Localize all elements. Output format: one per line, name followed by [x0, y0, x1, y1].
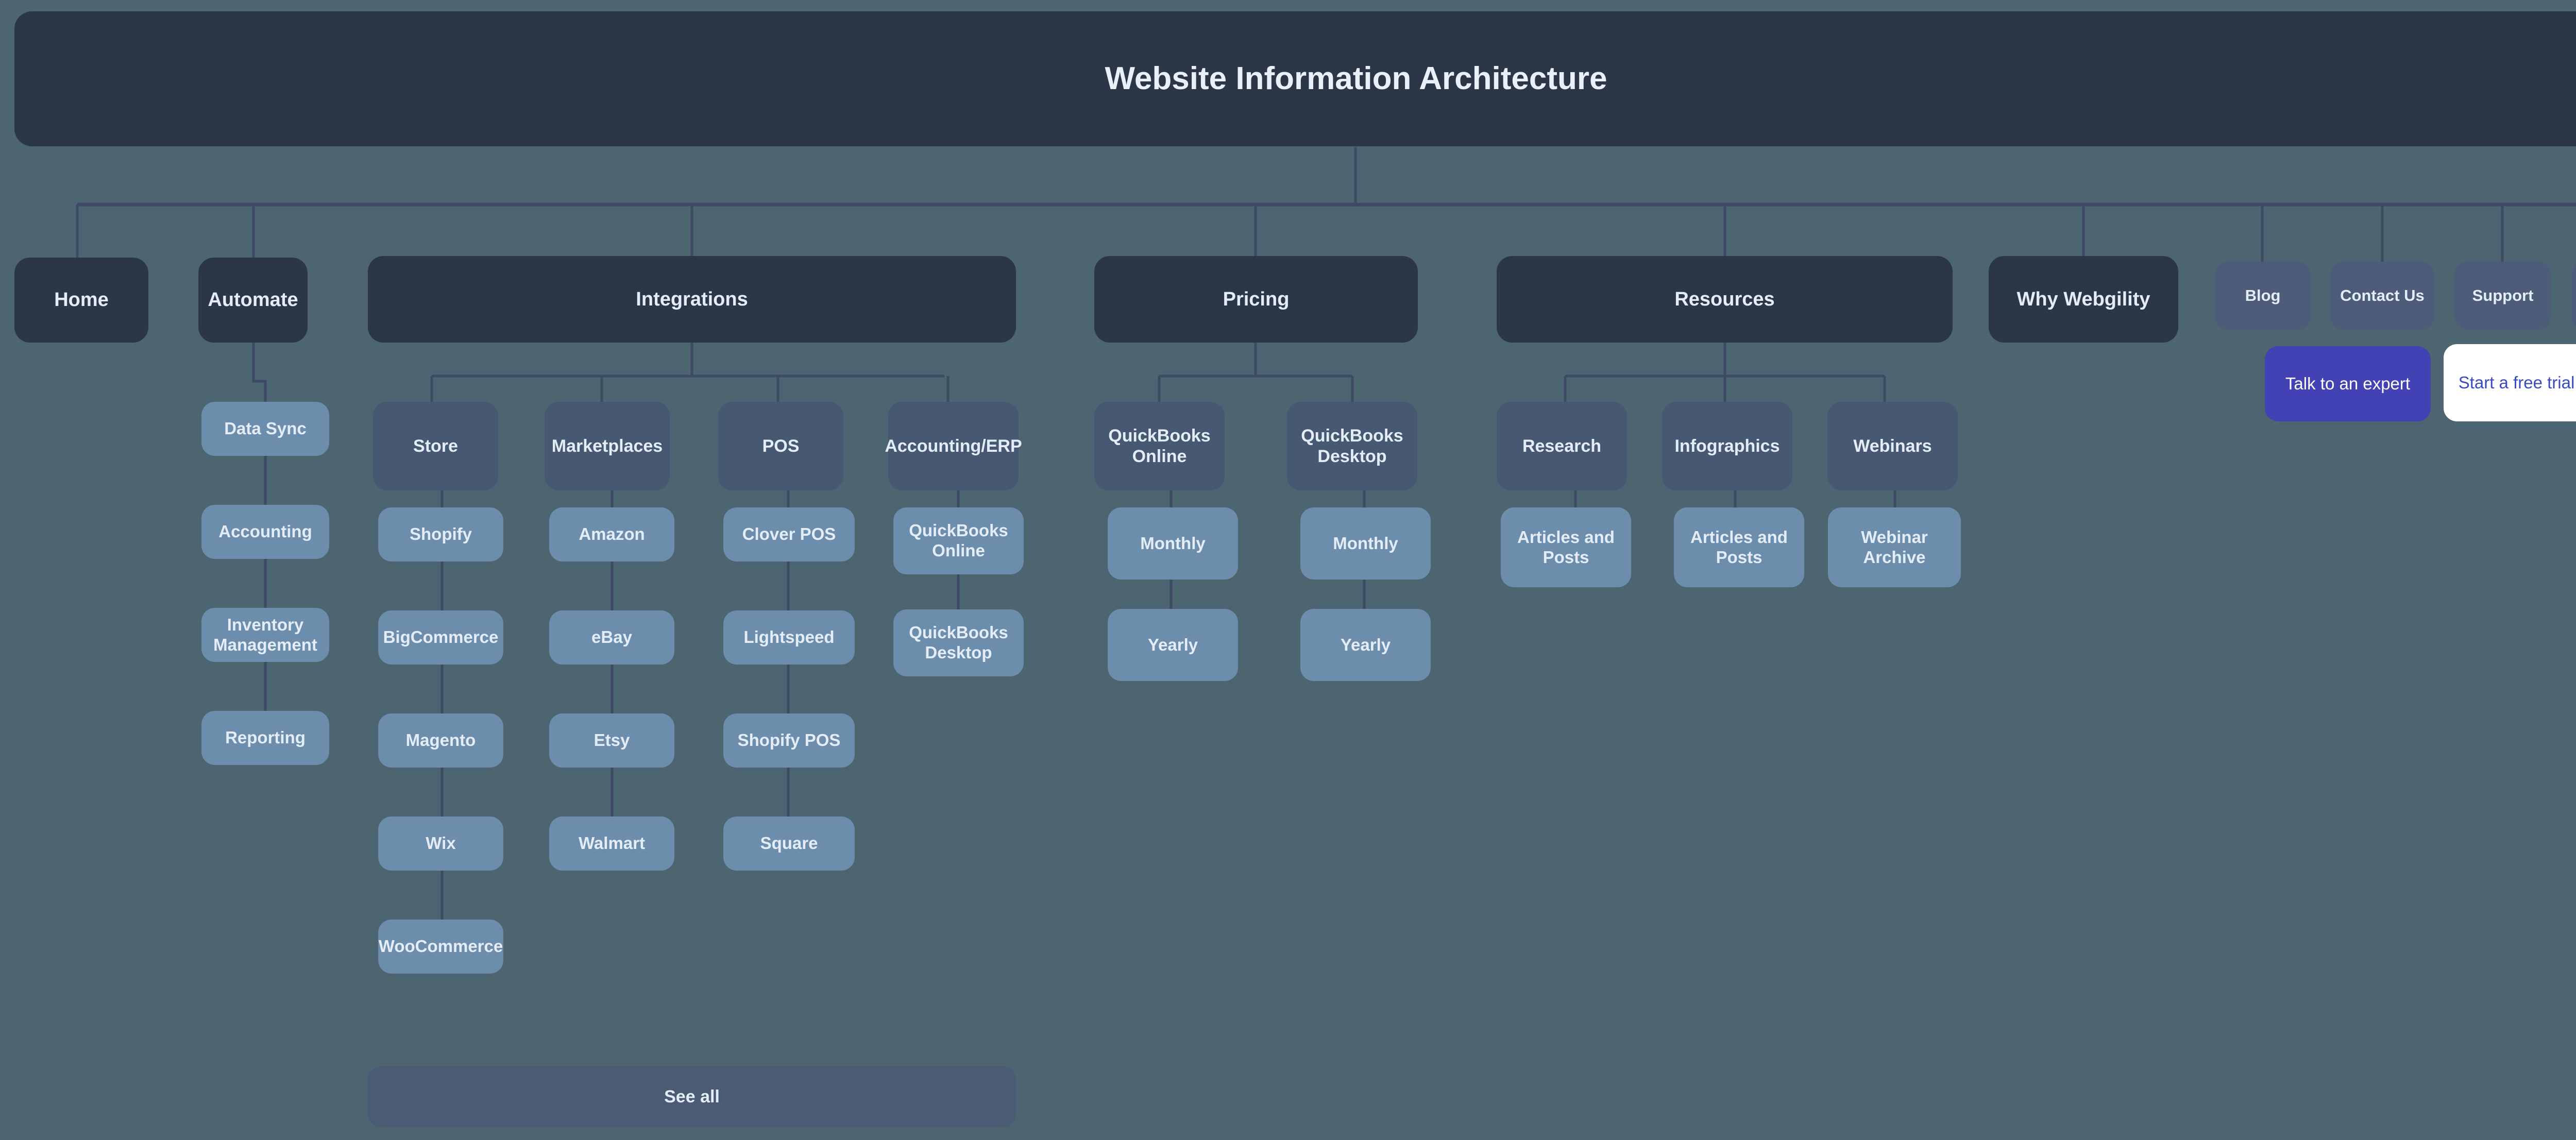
integrations-store-item-woocommerce[interactable]: WooCommerce [378, 920, 503, 974]
page-title: Website Information Architecture [14, 11, 2576, 146]
pricing-category-quickbooks-online[interactable]: QuickBooks Online [1094, 402, 1225, 490]
automate-child-inventory-management[interactable]: Inventory Management [201, 608, 329, 662]
integrations-store-item-magento[interactable]: Magento [378, 713, 503, 768]
integrations-store-item-wix[interactable]: Wix [378, 816, 503, 871]
integrations-store-item-shopify[interactable]: Shopify [378, 507, 503, 562]
integrations-accounting-item-quickbooks-desktop[interactable]: QuickBooks Desktop [893, 609, 1024, 676]
nav-item-why-webgility[interactable]: Why Webgility [1989, 256, 2178, 343]
integrations-marketplaces-item-ebay[interactable]: eBay [549, 610, 674, 665]
integrations-category-accounting-erp[interactable]: Accounting/ERP [885, 402, 1022, 490]
integrations-pos-item-clover-pos[interactable]: Clover POS [723, 507, 855, 562]
integrations-see-all-button[interactable]: See all [368, 1066, 1016, 1127]
talk-to-an-expert-button[interactable]: Talk to an expert [2265, 346, 2431, 421]
resources-research-item-articles-and-posts[interactable]: Articles and Posts [1501, 507, 1631, 587]
pricing-category-quickbooks-desktop[interactable]: QuickBooks Desktop [1287, 402, 1417, 490]
nav-item-support[interactable]: Support [2455, 262, 2551, 330]
pricing-quickbooks-online-item-monthly[interactable]: Monthly [1108, 507, 1238, 580]
start-a-free-trial-button[interactable]: Start a free trial [2444, 344, 2576, 421]
integrations-category-marketplaces[interactable]: Marketplaces [545, 402, 670, 490]
resources-category-infographics[interactable]: Infographics [1662, 402, 1792, 490]
integrations-store-item-bigcommerce[interactable]: BigCommerce [378, 610, 503, 665]
integrations-category-store[interactable]: Store [373, 402, 498, 490]
integrations-pos-item-square[interactable]: Square [723, 816, 855, 871]
integrations-marketplaces-item-walmart[interactable]: Walmart [549, 816, 674, 871]
pricing-quickbooks-desktop-item-monthly[interactable]: Monthly [1300, 507, 1431, 580]
integrations-marketplaces-item-etsy[interactable]: Etsy [549, 713, 674, 768]
resources-category-webinars[interactable]: Webinars [1827, 402, 1958, 490]
resources-webinars-item-webinar-archive[interactable]: Webinar Archive [1828, 507, 1961, 587]
integrations-pos-item-shopify-pos[interactable]: Shopify POS [723, 713, 855, 768]
nav-item-automate[interactable]: Automate [198, 258, 308, 343]
integrations-category-pos[interactable]: POS [718, 402, 843, 490]
automate-child-data-sync[interactable]: Data Sync [201, 402, 329, 456]
pricing-quickbooks-desktop-item-yearly[interactable]: Yearly [1300, 609, 1431, 681]
nav-item-resources[interactable]: Resources [1497, 256, 1953, 343]
nav-item-home[interactable]: Home [14, 258, 148, 343]
integrations-pos-item-lightspeed[interactable]: Lightspeed [723, 610, 855, 665]
nav-item-contact-us[interactable]: Contact Us [2331, 262, 2434, 330]
resources-infographics-item-articles-and-posts[interactable]: Articles and Posts [1674, 507, 1804, 587]
nav-item-integrations[interactable]: Integrations [368, 256, 1016, 343]
integrations-accounting-item-quickbooks-online[interactable]: QuickBooks Online [893, 507, 1024, 574]
integrations-marketplaces-item-amazon[interactable]: Amazon [549, 507, 674, 562]
resources-category-research[interactable]: Research [1497, 402, 1627, 490]
automate-child-accounting[interactable]: Accounting [201, 505, 329, 559]
automate-child-reporting[interactable]: Reporting [201, 711, 329, 765]
pricing-quickbooks-online-item-yearly[interactable]: Yearly [1108, 609, 1238, 681]
nav-item-customer-login[interactable]: Customer Login [2572, 262, 2576, 330]
nav-item-pricing[interactable]: Pricing [1094, 256, 1418, 343]
nav-item-blog[interactable]: Blog [2215, 262, 2310, 330]
